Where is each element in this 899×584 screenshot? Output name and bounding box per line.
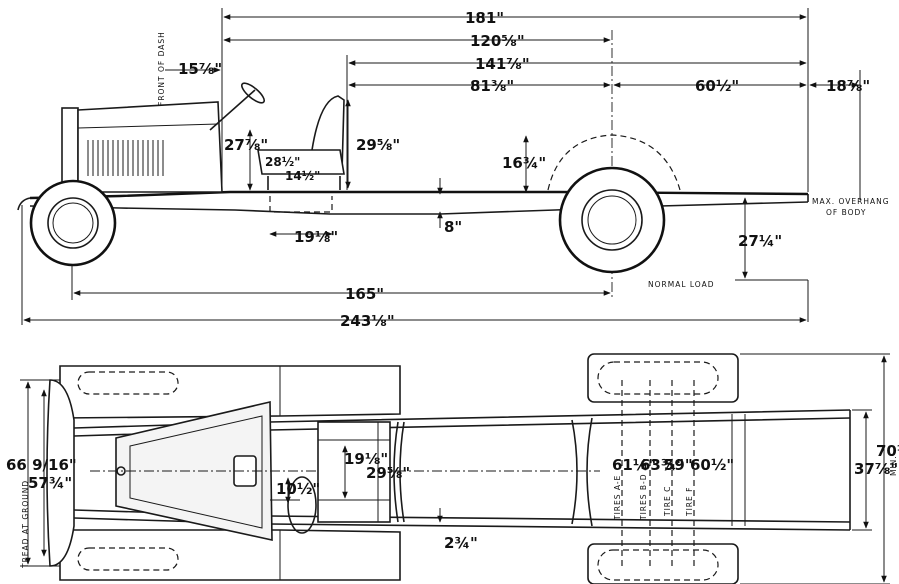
dim-29-plan: 29⅝"	[366, 464, 410, 482]
front-wheel-hub	[52, 202, 94, 244]
label-tires-ae: TIRES A-E	[613, 475, 622, 521]
front-spring-horn	[17, 197, 31, 211]
dim-60-plan: 60½"	[690, 456, 734, 474]
rear-left-tire-plan	[597, 361, 719, 395]
steering-wheel-plan	[287, 476, 317, 534]
rear-fender-outline	[547, 134, 681, 191]
label-min: MIN.	[889, 455, 898, 476]
side-elevation: 181" 120⅝" 141⅞" 81⅜" 60½" 18⅞" 15⅞" 27⅞…	[17, 8, 890, 330]
rear-bottom-fender	[587, 543, 739, 584]
dim-19-side: 19⅛"	[294, 228, 338, 246]
hood-seam	[77, 123, 219, 129]
rear-axle-housing-left	[586, 417, 593, 527]
dim-16: 16¾"	[502, 154, 546, 172]
dim-19-plan: 19⅛"	[344, 450, 388, 468]
label-max-overhang-2: OF BODY	[826, 208, 866, 217]
dim-63: 63¾"	[640, 456, 684, 474]
front-wheel-rim	[47, 197, 99, 249]
dim-15: 15⅞"	[178, 60, 222, 78]
dim-181: 181"	[465, 9, 504, 27]
dim-59: 59"	[664, 456, 693, 474]
frame-bottom-rail	[29, 201, 809, 215]
dim-14: 14½"	[285, 169, 320, 183]
rear-wheel-rim	[581, 189, 643, 251]
under-seat-box	[269, 196, 333, 213]
body-rear-bulkhead	[571, 419, 578, 525]
label-max-overhang-1: MAX. OVERHANG	[812, 197, 890, 206]
dim-70: 70⅛"	[876, 442, 899, 460]
seat-legs	[267, 176, 341, 190]
front-right-tire-plan	[77, 547, 179, 571]
label-tread-at-ground: TREAD AT GROUND	[21, 480, 30, 569]
label-tires-bd: TIRES B-D	[639, 473, 648, 521]
front-tire-side	[29, 179, 117, 267]
rear-right-tire-plan	[597, 549, 719, 581]
front-left-tire-plan	[77, 371, 179, 395]
dim-27-rear: 27¼"	[738, 232, 782, 250]
dim-29-side: 29⅝"	[356, 136, 400, 154]
dim-57: 57¾"	[28, 474, 72, 492]
frame-top-rail	[29, 190, 809, 200]
seat-cushion	[257, 149, 345, 175]
dim-18: 18⅞"	[826, 77, 870, 95]
dim-61: 61¼"	[612, 456, 656, 474]
dim-37: 37⅞"	[854, 460, 898, 478]
label-tire-c: TIRE C	[663, 486, 672, 517]
front-bottom-fender	[59, 529, 401, 581]
dim-10: 10½"	[276, 480, 320, 498]
rear-wheel-hub	[587, 195, 637, 245]
label-tire-f: TIRE F	[685, 487, 694, 517]
dim-165: 165"	[345, 285, 384, 303]
dim-27-front: 27⅞"	[224, 136, 268, 154]
rear-top-fender	[587, 353, 739, 403]
label-normal-load: NORMAL LOAD	[648, 280, 714, 289]
dim-60: 60½"	[695, 77, 739, 95]
hood-inner-plan	[129, 415, 263, 529]
label-front-of-dash: FRONT OF DASH	[157, 31, 166, 106]
dim-2: 2¾"	[444, 534, 478, 552]
front-top-fender	[59, 365, 401, 419]
dim-243: 243⅛"	[340, 312, 395, 330]
plan-view: 66 9/16" 57¾" 10½" 19⅛" 29⅝" 2¾" 61¼" 63…	[6, 353, 899, 584]
radiator-cap-plan	[116, 466, 126, 476]
body-front-bulkhead	[393, 421, 399, 523]
steering-wheel-side	[241, 82, 265, 104]
dim-28: 28½"	[265, 155, 300, 169]
hood-louvers	[87, 140, 164, 176]
dim-66: 66 9/16"	[6, 456, 77, 474]
dim-141: 141⅞"	[475, 55, 530, 73]
front-axle-plan	[46, 379, 75, 567]
dim-8: 8"	[444, 218, 462, 236]
body-front-bulkhead-2	[399, 421, 405, 523]
dim-120: 120⅝"	[470, 32, 525, 50]
rear-tire-side	[558, 166, 666, 274]
steering-column	[209, 89, 256, 131]
hood	[77, 101, 223, 193]
dim-81: 81⅜"	[470, 77, 514, 95]
